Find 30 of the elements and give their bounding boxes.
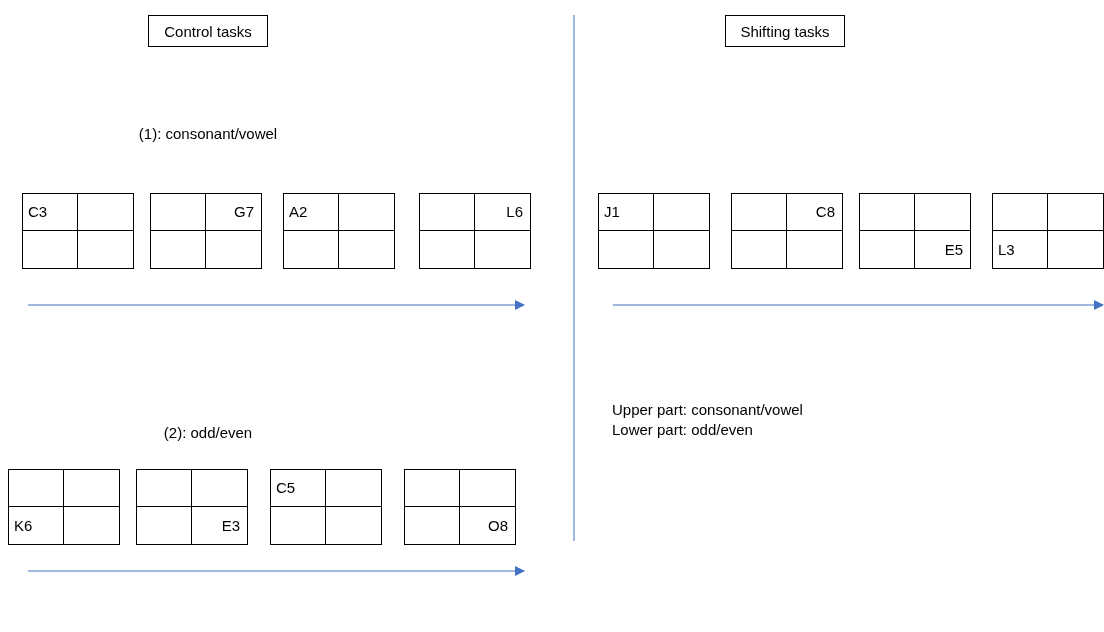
- stimulus-grid: [731, 193, 843, 269]
- letter-digit-pair: A2: [289, 203, 308, 221]
- letter-digit-pair: L3: [998, 241, 1015, 259]
- legend-note: Upper part: consonant/vowel: [612, 400, 803, 419]
- letter-digit-pair: C5: [276, 479, 296, 497]
- stimulus-grid: [404, 469, 516, 545]
- stimulus-grid: [859, 193, 971, 269]
- letter-digit-pair: E3: [221, 517, 240, 535]
- letter-digit-pair: G7: [234, 203, 254, 221]
- stimulus-grid: [8, 469, 120, 545]
- letter-digit-pair: C8: [815, 203, 835, 221]
- stimulus-grid: [992, 193, 1104, 269]
- task-instruction: (1): consonant/vowel: [138, 124, 278, 143]
- stimulus-grid: [22, 193, 134, 269]
- title-box: Control tasks: [148, 15, 268, 47]
- letter-digit-pair: L6: [506, 203, 523, 221]
- stimulus-grid: [419, 193, 531, 269]
- letter-digit-pair: O8: [488, 517, 508, 535]
- stimulus-grid: [150, 193, 262, 269]
- legend-note: Lower part: odd/even: [612, 420, 753, 439]
- stimulus-grid: [270, 469, 382, 545]
- letter-digit-pair: C3: [28, 203, 48, 221]
- task-instruction: (2): odd/even: [163, 423, 253, 442]
- letter-digit-pair: J1: [604, 203, 620, 221]
- title-box: Shifting tasks: [725, 15, 845, 47]
- letter-digit-pair: E5: [944, 241, 963, 259]
- stimulus-grid: [598, 193, 710, 269]
- letter-digit-pair: K6: [14, 517, 33, 535]
- stimulus-grid: [283, 193, 395, 269]
- stimulus-grid: [136, 469, 248, 545]
